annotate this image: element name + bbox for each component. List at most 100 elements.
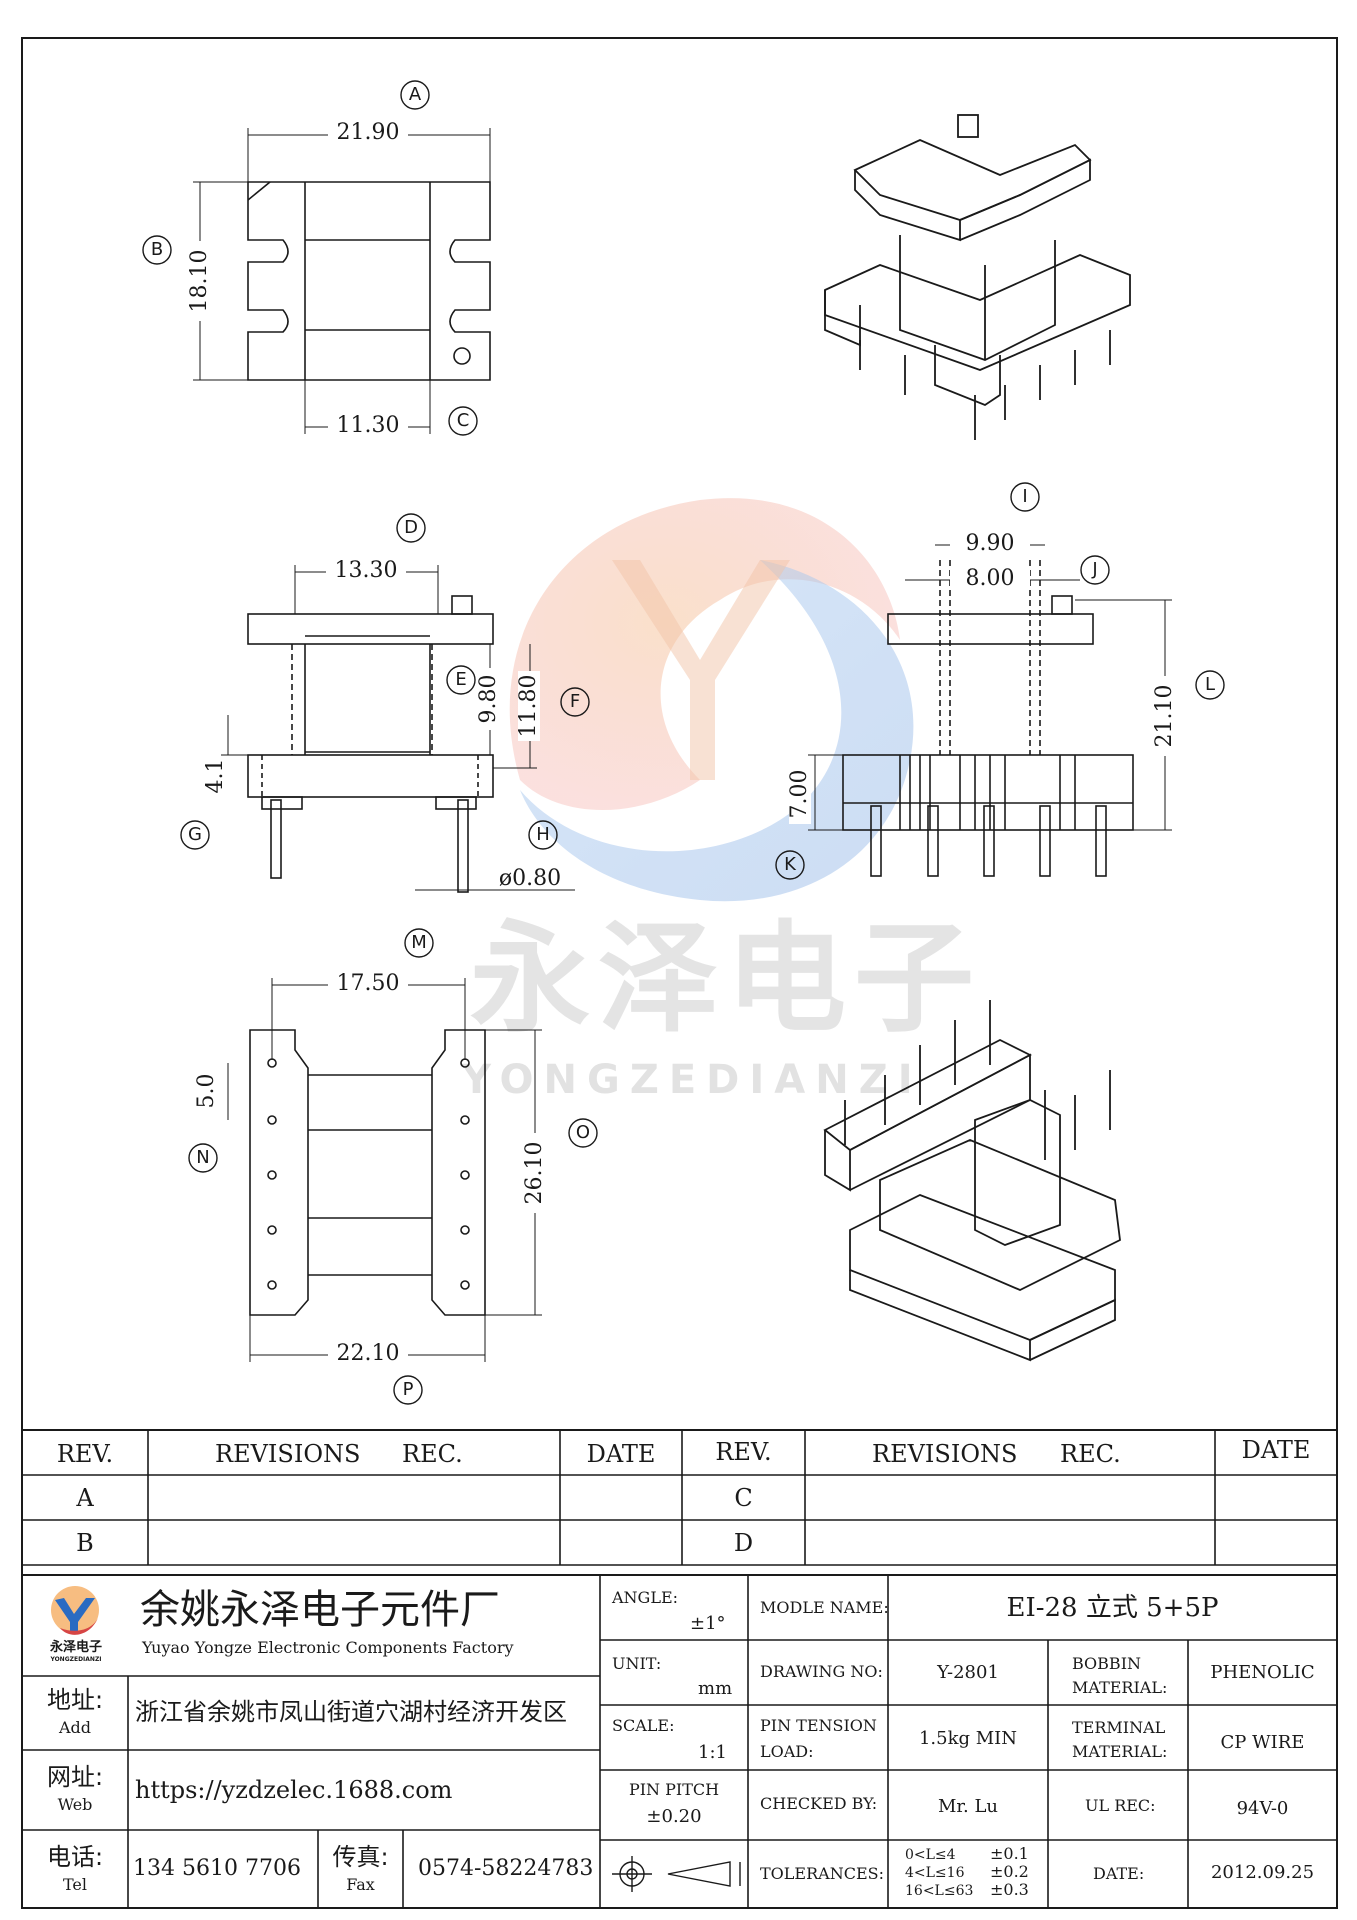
iso1-base-front-block [934, 345, 1001, 407]
rev-row-a: A [76, 1484, 94, 1512]
front-foot-right [435, 796, 477, 810]
bottom-pin-l5 [267, 1280, 277, 1290]
rev-header-revisions-left: REVISIONS [215, 1440, 361, 1468]
top-view-hole [453, 347, 471, 365]
view-label-n: N [196, 1147, 210, 1168]
dim-bottom-height: 26.10 [522, 1133, 547, 1213]
checked-label: CHECKED BY: [760, 1794, 878, 1813]
tolerances-label: TOLERANCES: [760, 1864, 884, 1883]
dim-side-height: 21.10 [1152, 676, 1177, 756]
label-circle-n [188, 1143, 218, 1173]
view-label-i: I [1022, 486, 1028, 507]
tol-value-3: ±0.3 [990, 1880, 1029, 1899]
tol-range-1: 0<L≤4 [905, 1847, 956, 1863]
iso1-base-left-block [824, 290, 861, 347]
iso1-top-flange-right [959, 158, 1091, 241]
front-base [247, 754, 494, 798]
angle-value: ±1° [690, 1613, 726, 1634]
top-view-outline [247, 181, 491, 381]
dim-front-pin: ø0.80 [498, 866, 562, 891]
title-block-lines [22, 1575, 1337, 1908]
view-label-e: E [455, 669, 467, 690]
bobbin-value: PHENOLIC [1210, 1662, 1315, 1683]
logo-text-en: YONGZEDIANZI [50, 1656, 102, 1663]
side-top-flange [887, 613, 1094, 645]
dim-side-inner: 8.00 [950, 568, 1030, 590]
checked-value: Mr. Lu [937, 1796, 999, 1817]
view-label-l: L [1204, 674, 1216, 695]
address-label-en: Add [58, 1718, 92, 1737]
dim-front-e: 9.80 [476, 668, 501, 730]
bottom-pin-r3 [460, 1170, 470, 1180]
iso2-core [974, 1099, 1061, 1246]
bottom-pin-l4 [267, 1225, 277, 1235]
rev-row-c: C [734, 1484, 753, 1512]
view-label-o: O [575, 1122, 591, 1143]
label-circle-m [404, 928, 434, 958]
scale-value: 1:1 [698, 1742, 727, 1763]
tol-value-1: ±0.1 [990, 1844, 1029, 1863]
model-label: MODLE NAME: [760, 1598, 889, 1617]
tension-value: 1.5kg MIN [918, 1728, 1018, 1749]
tel-label-cn: 电话: [46, 1843, 104, 1871]
tension-label-1: PIN TENSION [760, 1716, 877, 1735]
address-label-cn: 地址: [46, 1686, 104, 1714]
front-pin-right [457, 799, 469, 893]
side-pin-4 [1039, 805, 1051, 877]
drawing-value: Y-2801 [937, 1662, 999, 1683]
view-label-h: H [536, 824, 550, 845]
label-circle-l [1195, 670, 1225, 700]
bottom-right-rail [431, 1029, 486, 1316]
unit-value: mm [698, 1678, 733, 1699]
dim-front-f: 11.80 [516, 671, 541, 741]
view-label-g: G [188, 824, 202, 845]
logo-icon [51, 1586, 99, 1635]
rev-header-rec-right: REC. [1060, 1440, 1121, 1468]
iso2-body [879, 1139, 1121, 1291]
dim-top-inner: 11.30 [328, 415, 408, 437]
front-pin-left [270, 799, 282, 879]
rev-row-d: D [733, 1529, 754, 1557]
rev-header-rev-left: REV. [56, 1440, 114, 1468]
fax-value: 0574-58224783 [418, 1856, 594, 1881]
label-circle-d [396, 513, 426, 543]
tol-value-2: ±0.2 [990, 1862, 1029, 1881]
terminal-value: CP WIRE [1220, 1732, 1305, 1753]
revision-table-lines [22, 1430, 1337, 1566]
front-foot-left [261, 796, 303, 810]
dim-bottom-top: 17.50 [328, 973, 408, 995]
view-label-c: C [456, 410, 470, 431]
iso1-top-flange-front [854, 170, 961, 242]
top-view-chamfer [247, 181, 271, 201]
view-label-p: P [402, 1379, 414, 1400]
iso1-top-stub [957, 114, 979, 138]
bobbin-label-1: BOBBIN [1072, 1654, 1142, 1673]
rev-header-date-right: DATE [1241, 1436, 1311, 1464]
company-name-cn: 余姚永泽电子元件厂 [140, 1587, 500, 1633]
iso-view-bottom [823, 1000, 1121, 1362]
bottom-view [227, 978, 542, 1362]
web-link[interactable]: https://yzdzelec.1688.com [135, 1776, 453, 1804]
bobbin-label-2: MATERIAL: [1072, 1678, 1168, 1697]
iso-view-top [824, 114, 1131, 440]
watermark-cn-text: 永泽电子 [470, 910, 982, 1049]
dim-front-g: 4.1 [203, 756, 228, 796]
ul-label: UL REC: [1085, 1796, 1156, 1815]
side-base [842, 754, 1134, 831]
side-view [808, 544, 1172, 877]
view-label-a: A [408, 84, 422, 105]
web-label-cn: 网址: [46, 1763, 104, 1791]
watermark-en-text: YONGZEDIANZI [462, 1057, 923, 1103]
bottom-pin-l2 [267, 1115, 277, 1125]
view-label-d: D [404, 517, 418, 538]
drawing-label: DRAWING NO: [760, 1662, 883, 1681]
bottom-pin-l3 [267, 1170, 277, 1180]
label-circle-a [400, 80, 430, 110]
bottom-pin-r2 [460, 1115, 470, 1125]
fax-label-en: Fax [346, 1875, 375, 1894]
dim-side-base: 7.00 [787, 764, 812, 824]
iso2-base-front [849, 1270, 1031, 1362]
